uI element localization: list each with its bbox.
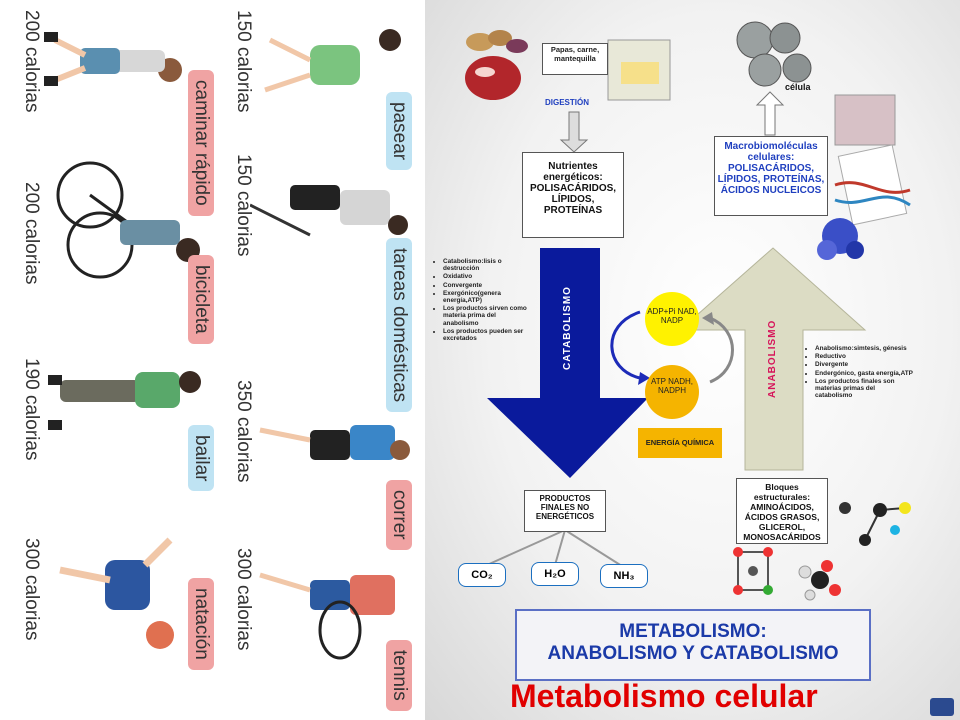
- activity-figures-col2: [250, 29, 410, 660]
- cell-arrow: [755, 91, 785, 136]
- calories-tareas: 150 calorias: [233, 154, 254, 257]
- anabolism-notes: Anabolismo:simtesis, génesis Reductivo D…: [805, 345, 913, 400]
- catabolism-note: Los productos sirven como materia prima …: [443, 305, 533, 327]
- co2-box: CO₂: [458, 563, 506, 587]
- cell-label: célula: [785, 82, 811, 92]
- activity-tag-natacion: natación: [188, 578, 214, 670]
- anabolism-note: Reductivo: [815, 353, 913, 360]
- calories-bicicleta: 200 calorias: [21, 182, 42, 285]
- macromolecules-title: Macrobiomoléculas celulares:: [724, 141, 818, 163]
- h2o-box: H₂O: [531, 562, 579, 586]
- running-person-icon: [259, 425, 410, 460]
- activity-calories-panel: 200 calorias caminar rápido 200 calorias…: [0, 0, 425, 720]
- butter-image: [607, 39, 671, 101]
- nh3-box: NH₃: [600, 564, 648, 588]
- macromolecules-items: POLISACÁRIDOS, LÍPIDOS, PROTEÍNAS, ÁCIDO…: [717, 163, 825, 196]
- cell-images: [736, 21, 812, 87]
- banner-line-1: METABOLISMO:: [619, 621, 767, 642]
- anabolism-note: Divergente: [815, 361, 913, 368]
- catabolism-arrow-label: CATABOLISMO: [562, 286, 573, 370]
- logo-icon: [930, 698, 954, 716]
- building-blocks-box: Bloques estructurales: AMINOÁCIDOS, ÁCID…: [736, 478, 828, 544]
- catabolism-note: Exergónico(genera energía,ATP): [443, 290, 533, 304]
- activity-tag-bicicleta: bicicleta: [188, 255, 214, 344]
- swimmer-icon: [59, 537, 174, 649]
- activity-tag-bailar: bailar: [188, 425, 214, 492]
- glucose-molecule-image: [733, 547, 773, 595]
- digestion-arrow: [559, 111, 589, 153]
- catabolism-note: Oxidativo: [443, 273, 533, 280]
- cycle-arrow-left: [610, 310, 641, 380]
- calories-caminar: 200 calorias: [21, 10, 42, 113]
- housework-person-icon: [250, 185, 408, 237]
- catabolism-note: Convergente: [443, 282, 533, 289]
- diagram-arrows: [465, 21, 911, 601]
- dancing-person-icon: [48, 371, 201, 430]
- chart-image: [837, 144, 908, 226]
- potatoes-image: [466, 30, 528, 53]
- calories-pasear: 150 calorias: [233, 10, 254, 113]
- calories-tennis: 300 calorias: [233, 548, 254, 651]
- anabolism-note: Los productos finales son materias prima…: [815, 378, 913, 400]
- fatty-acid-molecule-image: [798, 560, 841, 601]
- final-products-box: PRODUCTOS FINALES NO ENERGÉTICOS: [524, 490, 606, 532]
- cycle-arrow-right: [709, 316, 734, 384]
- page-title: Metabolismo celular: [510, 678, 818, 714]
- micrograph-image: [834, 94, 896, 146]
- walking-person-icon: [44, 32, 182, 86]
- activity-figures-col1: [44, 32, 201, 649]
- calories-bailar: 190 calorias: [21, 358, 42, 461]
- walking-woman-icon: [264, 29, 401, 93]
- adp-circle: ADP+Pi NAD, NADP: [645, 292, 699, 346]
- catabolism-notes: Catabolismo:lisis o destrucción Oxidativ…: [433, 258, 533, 343]
- food-label: Papas, carne, mantequilla: [542, 43, 608, 75]
- banner-line-2: ANABOLISMO Y CATABOLISMO: [547, 643, 839, 664]
- metabolism-banner: METABOLISMO: ANABOLISMO Y CATABOLISMO: [515, 609, 871, 681]
- calories-correr: 350 calorias: [233, 380, 254, 483]
- activity-tag-correr: correr: [386, 480, 412, 550]
- meat-image: [465, 56, 521, 100]
- dna-image: [834, 181, 911, 207]
- bicycle-icon: [56, 161, 200, 279]
- catabolism-arrow: [487, 248, 648, 478]
- digestion-label: DIGESTIÓN: [545, 98, 590, 107]
- activity-tag-pasear: pasear: [386, 92, 412, 171]
- amino-acid-molecule-image: [839, 502, 911, 546]
- chemical-energy-box: ENERGÍA QUÍMICA: [638, 428, 722, 458]
- anabolism-arrow-label: ANABOLISMO: [767, 319, 778, 398]
- tennis-player-icon: [259, 572, 395, 660]
- activity-tag-tareas: tareas domésticas: [386, 238, 412, 413]
- metabolism-diagram: Papas, carne, mantequilla DIGESTIÓN Nutr…: [425, 0, 960, 720]
- protein-image: [817, 218, 864, 260]
- calories-natacion: 300 calorias: [21, 538, 42, 641]
- activity-tag-tennis: tennis: [386, 640, 412, 711]
- macromolecules-box: Macrobiomoléculas celulares: POLISACÁRID…: [714, 136, 828, 216]
- catabolism-note: Los productos pueden ser excretados: [443, 328, 533, 342]
- activity-tag-caminar: caminar rápido: [188, 70, 214, 216]
- anabolism-note: Anabolismo:simtesis, génesis: [815, 345, 913, 352]
- nutrients-box: Nutrientes energéticos: POLISACÁRIDOS, L…: [522, 152, 624, 238]
- atp-circle: ATP NADH, NADPH: [645, 365, 699, 419]
- anabolism-arrow: [678, 247, 867, 471]
- catabolism-note: Catabolismo:lisis o destrucción: [443, 258, 533, 272]
- anabolism-note: Endergónico, gasta energía,ATP: [815, 370, 913, 377]
